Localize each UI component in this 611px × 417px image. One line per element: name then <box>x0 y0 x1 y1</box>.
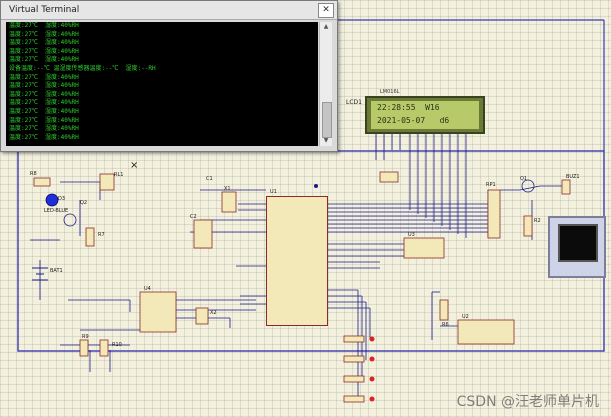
watermark: CSDN @汪老师单片机 <box>456 394 599 410</box>
virtual-terminal-window[interactable]: Virtual Terminal ✕ 温度:27℃ 湿度:40%RH 温度:27… <box>0 0 338 152</box>
r9-label: R9 <box>82 334 89 340</box>
d3-label: D3 <box>58 196 66 202</box>
scroll-up-icon[interactable]: ▲ <box>323 23 329 30</box>
terminal-line: 温度:27℃ 湿度:40%RH <box>9 133 79 141</box>
c2-label: C2 <box>190 214 197 220</box>
bat1-label: BAT1 <box>50 268 63 274</box>
terminal-line: 设备温度:--℃ 温湿度传感器温度:--℃ 湿度:--RH <box>9 64 156 72</box>
terminal-line: 温度:27℃ 湿度:40%RH <box>9 107 79 115</box>
scroll-down-icon[interactable]: ▼ <box>323 137 329 144</box>
r10-label: R10 <box>112 342 122 348</box>
r8-label: R8 <box>30 171 37 177</box>
u4-label: U4 <box>144 286 151 292</box>
lcd-row-2: 2021-05-07 d6 <box>377 116 450 125</box>
x2-label: X2 <box>210 310 217 316</box>
mcu-label: U1 <box>270 189 277 195</box>
rl1-label: RL1 <box>114 172 124 178</box>
virtual-terminal-titlebar[interactable]: Virtual Terminal ✕ <box>1 1 337 20</box>
terminal-line: 温度:27℃ 湿度:40%RH <box>9 90 79 98</box>
r2-label: R2 <box>534 218 541 224</box>
lcd-screen: 22:28:55 W16 2021-05-07 d6 <box>371 101 479 129</box>
terminal-line: 温度:27℃ 湿度:40%RH <box>9 47 79 55</box>
terminal-line: 温度:27℃ 湿度:40%RH <box>9 125 79 133</box>
q2-label: Q2 <box>80 200 88 206</box>
lcd-label: LCD1 <box>346 99 362 106</box>
u2-label: U2 <box>462 314 469 320</box>
r7-label: R7 <box>98 232 105 238</box>
q1-label: Q1 <box>520 176 528 182</box>
virtual-terminal-title: Virtual Terminal <box>9 5 80 15</box>
terminal-line: 温度:27℃ 湿度:40%RH <box>9 82 79 90</box>
terminal-line: 温度:27℃ 湿度:40%RH <box>9 116 79 124</box>
r6-label: R6 <box>442 322 449 328</box>
terminal-line: 温度:27℃ 湿度:40%RH <box>9 22 79 29</box>
terminal-line: 温度:27℃ 湿度:40%RH <box>9 99 79 107</box>
svg-text:×: × <box>130 160 138 171</box>
u3-label: U3 <box>408 232 415 238</box>
led-label: LED-BLUE <box>44 208 69 214</box>
scroll-thumb[interactable] <box>322 102 332 138</box>
terminal-line: 温度:27℃ 湿度:40%RH <box>9 73 79 81</box>
oled-display[interactable] <box>548 216 606 278</box>
terminal-scrollbar[interactable]: ▲ ▼ <box>319 22 332 146</box>
rp1-label: RP1 <box>486 182 496 188</box>
x1-label: X1 <box>224 186 231 192</box>
lcd-row-1: 22:28:55 W16 <box>377 103 440 112</box>
terminal-line: 温度:27℃ 湿度:40%RH <box>9 56 79 64</box>
c1-label: C1 <box>206 176 213 182</box>
terminal-output[interactable]: 温度:27℃ 湿度:40%RH 温度:27℃ 湿度:40%RH 温度:27℃ 湿… <box>6 22 318 146</box>
terminal-line: 温度:27℃ 湿度:40%RH <box>9 39 79 47</box>
close-icon[interactable]: ✕ <box>318 3 334 18</box>
terminal-line: 温度:27℃ 湿度:40%RH <box>9 30 79 38</box>
oled-screen <box>558 224 598 262</box>
buz1-label: BUZ1 <box>566 174 580 180</box>
lcd-part-label: LM016L <box>380 89 400 95</box>
lcd-display[interactable]: 22:28:55 W16 2021-05-07 d6 <box>365 96 485 134</box>
mcu-chip[interactable] <box>266 196 328 326</box>
